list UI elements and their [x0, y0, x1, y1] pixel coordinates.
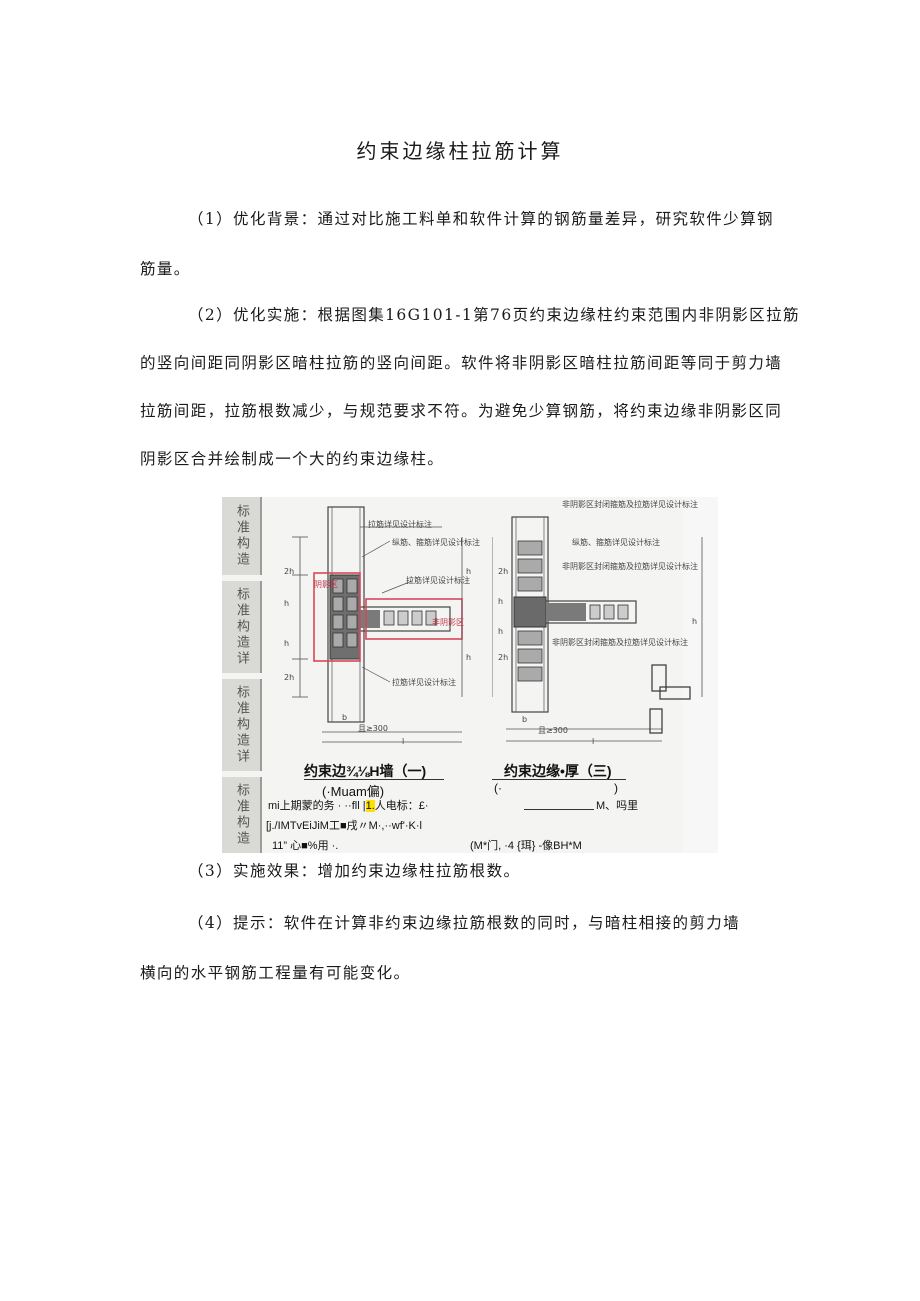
paragraph-2-line-1: （2）优化实施：根据图集16G101-1第76页约束边缘柱约束范围内非阴影区拉筋 [188, 306, 800, 324]
left-caption-sub: (·Muam偏) [322, 784, 385, 799]
right-annotation-4: 非阴影区封闭箍筋及拉筋详见设计标注 [552, 638, 688, 647]
left-dim-2h-top: 2h [284, 567, 295, 576]
right-annotation-3: 非阴影区封闭箍筋及拉筋详见设计标注 [562, 562, 698, 571]
left-annotation-1: 拉筋详见设计标注 [368, 520, 432, 529]
left-dim-h-right-2: h [466, 653, 472, 662]
left-dim-l: l [402, 737, 405, 746]
paragraph-4-line-1: （4）提示：软件在计算非约束边缘拉筋根数的同时，与暗柱相接的剪力墙 [188, 914, 741, 932]
structural-detail-figure: 标准构造详图 标准构造详图 标准构造详图 标准构造详图 [222, 497, 718, 853]
right-dim-l: l [592, 737, 595, 746]
left-annotation-4: 拉筋详见设计标注 [392, 678, 456, 687]
right-dim-h-2: h [498, 627, 504, 636]
ocr-blank-line [524, 809, 594, 810]
paragraph-1-line-2: 筋量。 [140, 260, 191, 278]
left-dim-min300: 且≥300 [358, 724, 388, 733]
left-annotation-3: 拉筋详见设计标注 [406, 576, 470, 585]
right-wall-diagram [492, 516, 703, 742]
ocr-highlight: 1. [365, 800, 375, 812]
ocr-line-3-left: 11” 心■%用 ·. [272, 840, 339, 852]
left-dim-h-right-1: h [466, 567, 472, 576]
right-caption: 约束边缘•厚（三) [504, 763, 612, 779]
left-dim-h-2: h [284, 639, 290, 648]
right-caption-sub-close: ) [614, 781, 618, 795]
paragraph-2-line-3: 拉筋间距，拉筋根数减少，与规范要求不符。为避免少算钢筋，将约束边缘非阴影区同 [140, 402, 783, 420]
left-annotation-2: 纵筋、箍筋详见设计标注 [392, 538, 480, 547]
right-dim-min300: 且≥300 [538, 726, 568, 735]
document-title: 约束边缘柱拉筋计算 [356, 139, 564, 163]
side-tab-2: 标准构造详图 [222, 581, 262, 673]
right-caption-underline [492, 779, 626, 780]
left-wall-diagram [292, 506, 463, 743]
side-tab-1: 标准构造详图 [222, 497, 262, 575]
left-dim-h-1: h [284, 599, 290, 608]
right-dim-2h-bottom: 2h [498, 653, 509, 662]
ocr-line-1-right: M、吗里 [596, 800, 639, 812]
paragraph-1-line-1: （1）优化背景：通过对比施工料单和软件计算的钢筋量差异，研究软件少算钢 [188, 210, 774, 228]
side-tab-3: 标准构造详图 [222, 679, 262, 771]
figure-right-margin [682, 497, 718, 853]
ocr-line-1-b: 人电标：£· [374, 800, 429, 812]
paragraph-4-line-2: 横向的水平钢筋工程量有可能变化。 [140, 964, 411, 982]
non-shaded-zone-label: 非阴影区 [432, 618, 464, 627]
side-tab-4: 标准构造详图 [222, 777, 262, 853]
ocr-line-1: mi上期蒙的务 · ··fll |1.人电标：£· [268, 797, 429, 813]
ocr-line-2: [j./IMTvEiJiM工■戌〃M·,··wf'·K·l [266, 820, 422, 832]
left-caption-underline [304, 779, 444, 780]
paragraph-3-line-1: （3）实施效果：增加约束边缘柱拉筋根数。 [188, 862, 521, 880]
paragraph-2-line-2: 的竖向间距同阴影区暗柱拉筋的竖向间距。软件将非阴影区暗柱拉筋间距等同于剪力墙 [140, 354, 783, 372]
ocr-line-1-a: mi上期蒙的务 · ··fll | [268, 800, 366, 812]
left-dim-b: b [342, 713, 348, 722]
right-annotation-1: 非阴影区封闭箍筋及拉筋详见设计标注 [562, 500, 698, 509]
shaded-zone-label: 阴影区 [314, 580, 338, 589]
paragraph-2-line-4: 阴影区合并绘制成一个大的约束边缘柱。 [140, 450, 445, 468]
right-dim-h-right: h [692, 617, 698, 626]
right-annotation-2: 纵筋、箍筋详见设计标注 [572, 538, 660, 547]
ocr-line-3-right: (M*门, ·4 {珥} -像BH*M [470, 840, 582, 852]
right-dim-h-1: h [498, 597, 504, 606]
left-caption: 约束边¾⅛H墙（一) [304, 763, 427, 779]
right-caption-sub-open: (· [494, 781, 502, 795]
right-dim-b: b [522, 715, 528, 724]
right-dim-2h-top: 2h [498, 567, 509, 576]
left-dim-2h-bottom: 2h [284, 673, 295, 682]
